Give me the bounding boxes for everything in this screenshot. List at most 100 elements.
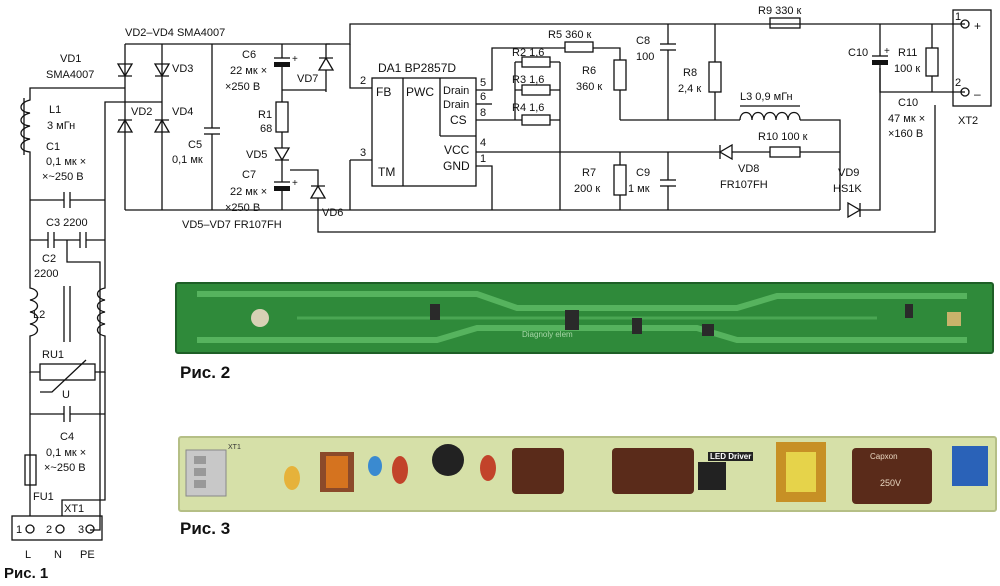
- c6-label: C6: [242, 49, 256, 61]
- r4-label: R4 1,6: [512, 102, 544, 114]
- l2-label: L2: [33, 309, 45, 321]
- xt1-label-n: N: [54, 549, 62, 561]
- vd8-label: VD8: [738, 163, 759, 175]
- r5-label: R5 360 к: [548, 29, 592, 41]
- c9-value: 1 мк: [628, 183, 650, 195]
- vd4-diode: [153, 118, 171, 133]
- vd7-diode: [317, 56, 335, 71]
- xt1-terminal: [11, 515, 103, 541]
- r8-label: R8: [683, 67, 697, 79]
- r3-resistor: [521, 84, 551, 96]
- vd6-diode: [309, 184, 327, 199]
- pcb-top-xt1-label: XT1: [228, 444, 241, 451]
- vd1-type: SMA4007: [46, 69, 94, 81]
- ic-label: DA1 BP2857D: [378, 61, 456, 75]
- pcb-bottom-photo: Diagnoly elem: [175, 282, 994, 354]
- c10-label-top: C10: [848, 47, 868, 59]
- xt2-minus: –: [974, 87, 981, 101]
- r10-label: R10 100 к: [758, 131, 808, 143]
- c10-value-1: 47 мк ×: [888, 113, 925, 125]
- c10-plus: +: [884, 46, 890, 57]
- vd5-vd7-label: VD5–VD7 FR107FH: [182, 219, 282, 231]
- l2-inductor: [29, 285, 106, 345]
- c2-value: 2200: [34, 268, 58, 280]
- vd6-label: VD6: [322, 207, 343, 219]
- r11-value: 100 к: [894, 63, 920, 75]
- vd2-label: VD2: [131, 106, 152, 118]
- c3-label: C3 2200: [46, 217, 88, 229]
- ru1-u-label: U: [62, 389, 70, 401]
- ic-pin-4: 4: [480, 137, 486, 149]
- c7-label: C7: [242, 169, 256, 181]
- vd4-label: VD4: [172, 106, 193, 118]
- ic-pin-drain-2: Drain: [443, 99, 469, 111]
- xt2-plus: +: [974, 19, 981, 33]
- xt2-pin-2: 2: [955, 77, 961, 89]
- r7-value: 200 к: [574, 183, 600, 195]
- c7-value-2: ×250 В: [225, 202, 260, 214]
- xt1-label-pe: PE: [80, 549, 95, 561]
- ic-pin-gnd: GND: [443, 159, 470, 173]
- r4-resistor: [521, 114, 551, 126]
- c4-label: C4: [60, 431, 74, 443]
- c6-value-2: ×250 В: [225, 81, 260, 93]
- r7-resistor: [613, 164, 627, 196]
- ic-pin-5: 5: [480, 77, 486, 89]
- xt1-pin-1: 1: [16, 524, 22, 536]
- ru1-varistor: [39, 363, 96, 381]
- ic-pin-3: 3: [360, 147, 366, 159]
- c6-plus: +: [292, 54, 298, 65]
- c10-label: C10: [898, 97, 918, 109]
- vd2-diode: [116, 118, 134, 133]
- r11-label: R11: [898, 47, 917, 59]
- r8-resistor: [708, 61, 722, 93]
- ru1-label: RU1: [42, 349, 64, 361]
- vd9-diode: [847, 201, 862, 219]
- ic-pin-cs: CS: [450, 113, 467, 127]
- c7-value-1: 22 мк ×: [230, 186, 267, 198]
- c1-label: C1: [46, 141, 60, 153]
- r9-resistor: [769, 17, 801, 29]
- r11-resistor: [925, 47, 939, 77]
- vd9-type: HS1K: [833, 183, 862, 195]
- pcb-bottom-text: Diagnoly elem: [522, 330, 573, 339]
- xt1-label-l: L: [25, 549, 31, 561]
- ic-pin-vcc: VCC: [444, 143, 470, 157]
- l3-label: L3 0,9 мГн: [740, 91, 793, 103]
- c8-value: 100: [636, 51, 654, 63]
- r6-resistor: [613, 59, 627, 91]
- c4-value-1: 0,1 мк ×: [46, 447, 86, 459]
- c1-value-1: 0,1 мк ×: [46, 156, 86, 168]
- c8-label: C8: [636, 35, 650, 47]
- r1-resistor: [275, 101, 289, 133]
- r6-label: R6: [582, 65, 596, 77]
- ic-pin-1: 1: [480, 153, 486, 165]
- xt1-pin-2: 2: [46, 524, 52, 536]
- c10-value-2: ×160 В: [888, 128, 923, 140]
- fig3-caption: Рис. 3: [176, 518, 235, 540]
- ic-pin-tm: TM: [378, 165, 395, 179]
- vd3-label: VD3: [172, 63, 193, 75]
- ic-pin-fb: FB: [376, 85, 391, 99]
- c7-plus: +: [292, 178, 298, 189]
- r2-label: R2 1,6: [512, 47, 544, 59]
- vd8-diode: [718, 143, 733, 161]
- vd1-diode: [116, 63, 134, 78]
- vd8-type: FR107FH: [720, 179, 768, 191]
- pcb-top-photo: LED Driver XT1 Capxon 250V: [178, 436, 997, 512]
- xt1-pin-3: 3: [78, 524, 84, 536]
- r9-label: R9 330 к: [758, 5, 802, 17]
- l1-label: L1: [49, 104, 61, 116]
- c1-value-2: ×~250 В: [42, 171, 84, 183]
- pcb-top-components: [185, 442, 988, 504]
- xt2-terminal: [952, 9, 992, 107]
- xt1-label: XT1: [64, 503, 84, 515]
- ic-pin-2: 2: [360, 75, 366, 87]
- vd1-label: VD1: [60, 53, 81, 65]
- ic-pin-8: 8: [480, 107, 486, 119]
- xt2-label: XT2: [958, 115, 978, 127]
- r8-value: 2,4 к: [678, 83, 701, 95]
- vd2-vd4-label: VD2–VD4 SMA4007: [125, 27, 225, 39]
